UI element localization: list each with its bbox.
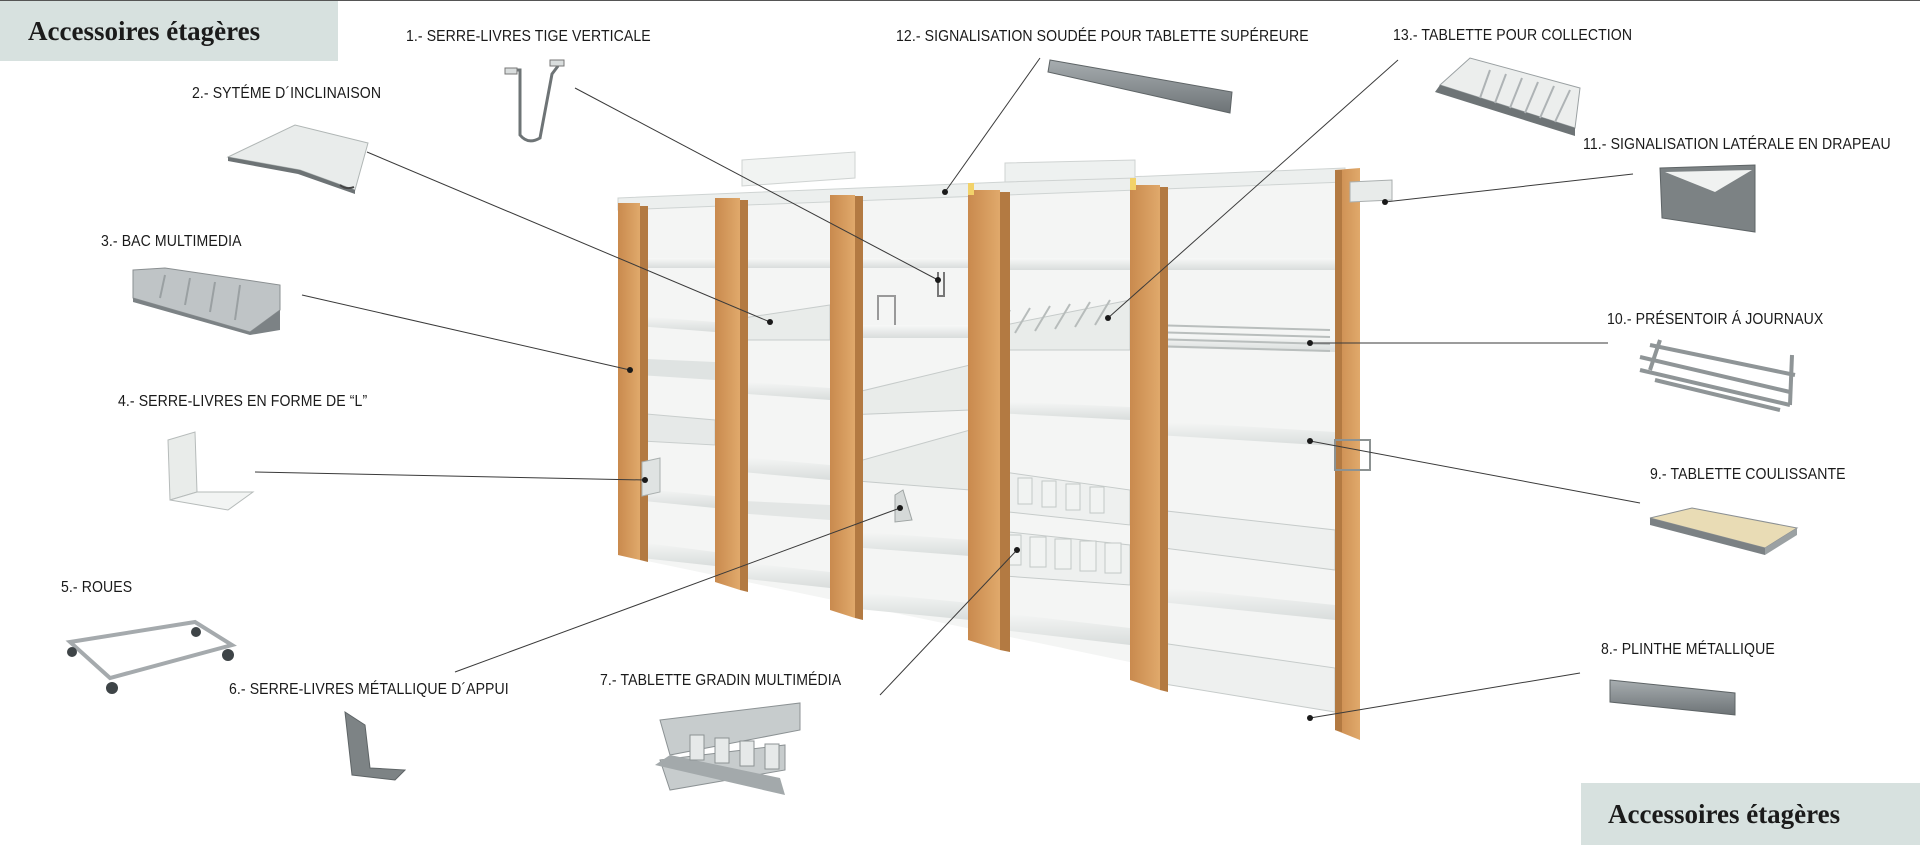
side-panel-4: [968, 190, 1000, 650]
callout-1: 1.- SERRE-LIVRES TIGE VERTICALE: [406, 28, 651, 45]
thumb-newspaper-display: [1639, 339, 1796, 412]
side-panel-1: [618, 203, 640, 560]
callout-8: 8.- PLINTHE MÉTALLIQUE: [1601, 641, 1775, 658]
leader-8: [1309, 672, 1581, 719]
leader-2: [366, 151, 771, 323]
side-flag-sign: [1349, 179, 1393, 203]
side-panel-2: [715, 198, 740, 590]
thumb-gradin-shelf: [655, 702, 801, 795]
leader-4: [254, 471, 646, 481]
leader-dots: [627, 189, 1388, 721]
thumb-metal-plinth: [1609, 679, 1736, 716]
callout-4: 4.- SERRE-LIVRES EN FORME DE “L”: [118, 393, 368, 410]
leader-7: [879, 549, 1018, 696]
gradin-dividers: [1004, 477, 1122, 574]
leader-lines: [254, 57, 1641, 719]
leader-6: [454, 507, 901, 673]
thumb-sliding-shelf: [1649, 507, 1799, 555]
callout-3: 3.- BAC MULTIMEDIA: [101, 233, 242, 250]
top-rule: [0, 0, 1920, 1]
leader-12: [944, 57, 1041, 193]
newspaper-rack: [1149, 324, 1331, 352]
callout-7: 7.- TABLETTE GRADIN MULTIMÉDIA: [600, 672, 842, 689]
callout-6: 6.- SERRE-LIVRES MÉTALLIQUE D´APPUI: [229, 681, 509, 698]
side-panel-5: [1130, 185, 1160, 690]
thumb-l-bookend: [167, 431, 255, 511]
leader-13: [1107, 59, 1399, 319]
side-panel-3: [830, 195, 855, 618]
thumb-metal-bookend: [344, 711, 407, 781]
leader-9: [1309, 440, 1641, 504]
thumb-side-flag-sign: [1659, 164, 1756, 233]
thumb-vertical-rod-bookend: [504, 59, 565, 143]
callout-2: 2.- SYTÉME D´INCLINAISON: [192, 85, 382, 102]
top-sign-panel: [741, 151, 856, 187]
thumb-collection-shelf: [1435, 57, 1581, 136]
callout-5: 5.- ROUES: [61, 579, 133, 596]
callout-10: 10.- PRÉSENTOIR Á JOURNAUX: [1607, 311, 1824, 328]
callout-11: 11.- SIGNALISATION LATÉRALE EN DRAPEAU: [1583, 136, 1891, 153]
page-title: Accessoires étagères: [0, 1, 338, 61]
page-title-footer: Accessoires étagères: [1581, 783, 1920, 845]
sliding-bracket: [1334, 439, 1371, 471]
leader-3: [301, 294, 631, 371]
leader-11: [1384, 173, 1634, 203]
thumb-wheels: [65, 619, 237, 694]
thumb-multimedia-tray: [132, 267, 281, 335]
leader-1: [574, 87, 939, 281]
shelving-unit: [617, 151, 1393, 740]
callout-13: 13.- TABLETTE POUR COLLECTION: [1393, 27, 1633, 44]
callout-9: 9.- TABLETTE COULISSANTE: [1650, 466, 1846, 483]
top-sign-panel-2: [1004, 159, 1136, 183]
thumb-tilt-system: [226, 124, 369, 194]
thumb-welded-sign: [1047, 59, 1233, 114]
callout-12: 12.- SIGNALISATION SOUDÉE POUR TABLETTE …: [896, 28, 1309, 45]
